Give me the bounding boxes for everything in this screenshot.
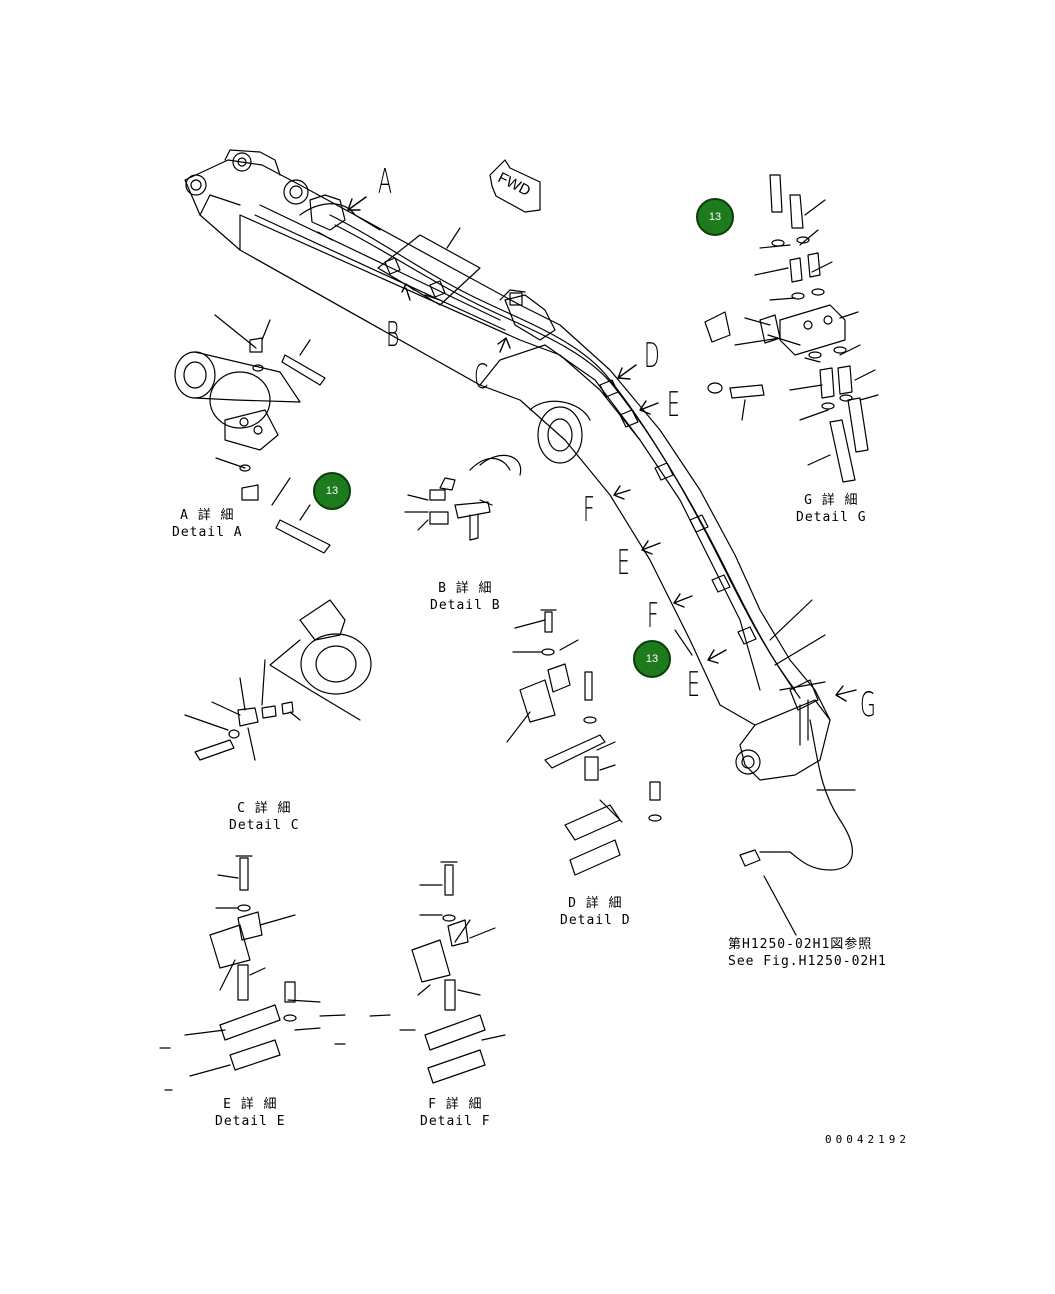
detail-g-jp: G 詳 細 xyxy=(804,493,859,508)
detail-f-caption: F 詳 細 Detail F xyxy=(420,1096,491,1130)
detail-f-en: Detail F xyxy=(420,1114,491,1129)
boom-leaders xyxy=(424,294,856,791)
detail-b-jp: B 詳 細 xyxy=(438,581,493,596)
reference-en: See Fig.H1250-02H1 xyxy=(728,954,887,969)
detail-d-jp: D 詳 細 xyxy=(568,896,623,911)
boom-clamps xyxy=(384,257,819,746)
detail-d-caption: D 詳 細 Detail D xyxy=(560,895,631,929)
detail-a-drawing xyxy=(174,314,331,554)
detail-b-caption: B 詳 細 Detail B xyxy=(430,580,501,614)
detail-e-jp: E 詳 細 xyxy=(223,1097,278,1112)
detail-c-drawing xyxy=(184,599,372,761)
detail-g-caption: G 詳 細 Detail G xyxy=(796,492,867,526)
callout-13-detail-g[interactable]: 13 xyxy=(696,198,734,236)
view-letter-e-2: E xyxy=(617,543,630,583)
view-letter-f-1: F xyxy=(583,490,595,530)
reference-leader xyxy=(763,875,797,936)
view-letter-e-3: E xyxy=(687,665,700,705)
view-letter-c: C xyxy=(474,357,489,397)
view-letter-a: A xyxy=(378,162,392,202)
detail-g-drawing xyxy=(704,174,879,483)
sensor-connector xyxy=(739,849,773,867)
view-letter-d: D xyxy=(644,336,660,376)
detail-b-en: Detail B xyxy=(430,598,501,613)
detail-c-jp: C 詳 細 xyxy=(237,801,292,816)
detail-a-jp: A 詳 細 xyxy=(180,508,235,523)
detail-d-en: Detail D xyxy=(560,913,631,928)
detail-e-drawing xyxy=(159,855,416,1091)
reference-note: 第H1250-02H1図参照 See Fig.H1250-02H1 xyxy=(728,936,887,970)
detail-c-en: Detail C xyxy=(229,818,300,833)
boom-body xyxy=(184,149,831,781)
detail-a-en: Detail A xyxy=(172,525,243,540)
detail-c-caption: C 詳 細 Detail C xyxy=(229,800,300,834)
sensor-wire xyxy=(771,719,853,871)
callout-13-detail-a[interactable]: 13 xyxy=(313,472,351,510)
view-letter-b: B xyxy=(386,315,400,355)
detail-e-en: Detail E xyxy=(215,1114,286,1129)
detail-f-drawing xyxy=(411,861,506,1084)
reference-jp: 第H1250-02H1図参照 xyxy=(728,937,873,952)
detail-window-lines xyxy=(377,227,481,306)
callout-13-boom[interactable]: 13 xyxy=(633,640,671,678)
detail-a-caption: A 詳 細 Detail A xyxy=(172,507,243,541)
detail-g-en: Detail G xyxy=(796,510,867,525)
detail-e-caption: E 詳 細 Detail E xyxy=(215,1096,286,1130)
view-letter-g: G xyxy=(860,685,876,725)
drawing-number: 00042192 xyxy=(825,1133,910,1146)
detail-d-drawing xyxy=(506,609,662,876)
view-letter-e-1: E xyxy=(667,385,680,425)
view-arrows xyxy=(347,196,857,702)
detail-f-jp: F 詳 細 xyxy=(428,1097,483,1112)
view-letter-f-2: F xyxy=(647,596,659,636)
detail-b-drawing xyxy=(404,454,522,541)
fwd-arrow-outline xyxy=(489,159,541,213)
